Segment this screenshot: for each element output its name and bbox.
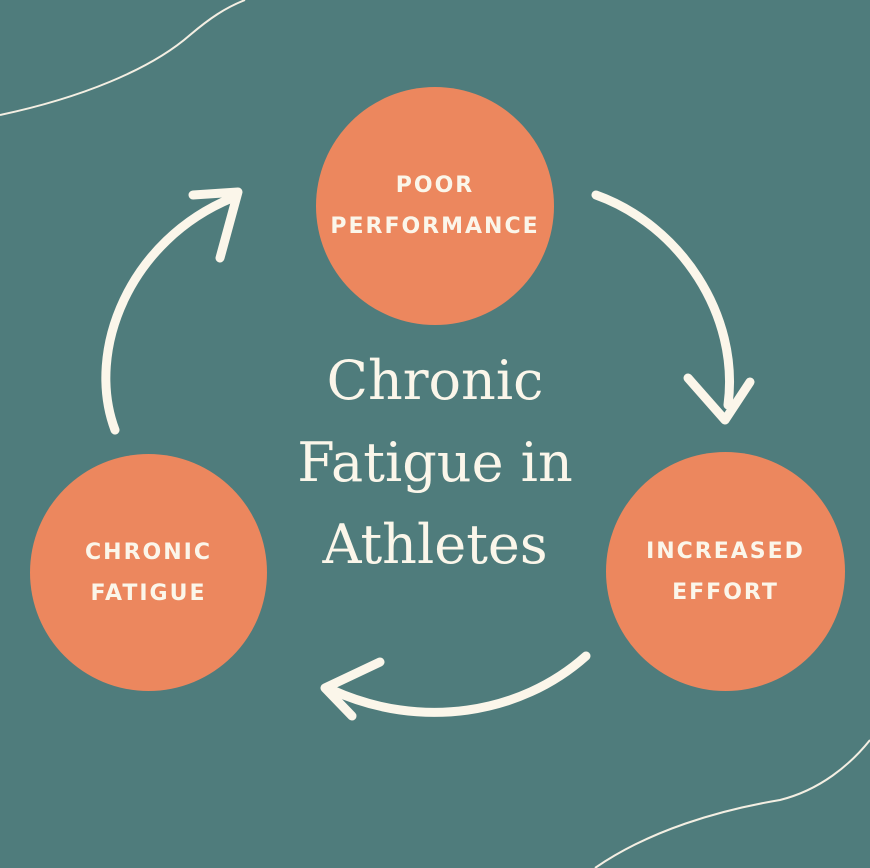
decor-line-top-left	[0, 0, 246, 116]
title-line-1: Chronic	[326, 349, 544, 412]
title-line-2: Fatigue in	[297, 431, 573, 494]
arrow-chronic-to-poor	[101, 187, 243, 435]
node-label-line2: EFFORT	[672, 579, 779, 605]
title-line-3: Athletes	[322, 513, 548, 576]
node-poor-performance: POOR PERFORMANCE	[316, 87, 554, 325]
node-label-line1: CHRONIC	[85, 539, 212, 565]
node-increased-effort: INCREASED EFFORT	[606, 452, 845, 691]
arrow-poor-to-increased	[591, 190, 755, 425]
node-label-line1: INCREASED	[646, 538, 805, 564]
arrow-increased-to-chronic	[320, 651, 591, 721]
decor-line-bottom-right	[594, 739, 870, 868]
node-chronic-fatigue: CHRONIC FATIGUE	[30, 454, 267, 691]
node-label-line2: FATIGUE	[90, 580, 207, 606]
node-label-line1: POOR	[395, 173, 475, 198]
diagram-title: Chronic Fatigue in Athletes	[270, 340, 600, 586]
node-label-line2: PERFORMANCE	[330, 214, 540, 239]
